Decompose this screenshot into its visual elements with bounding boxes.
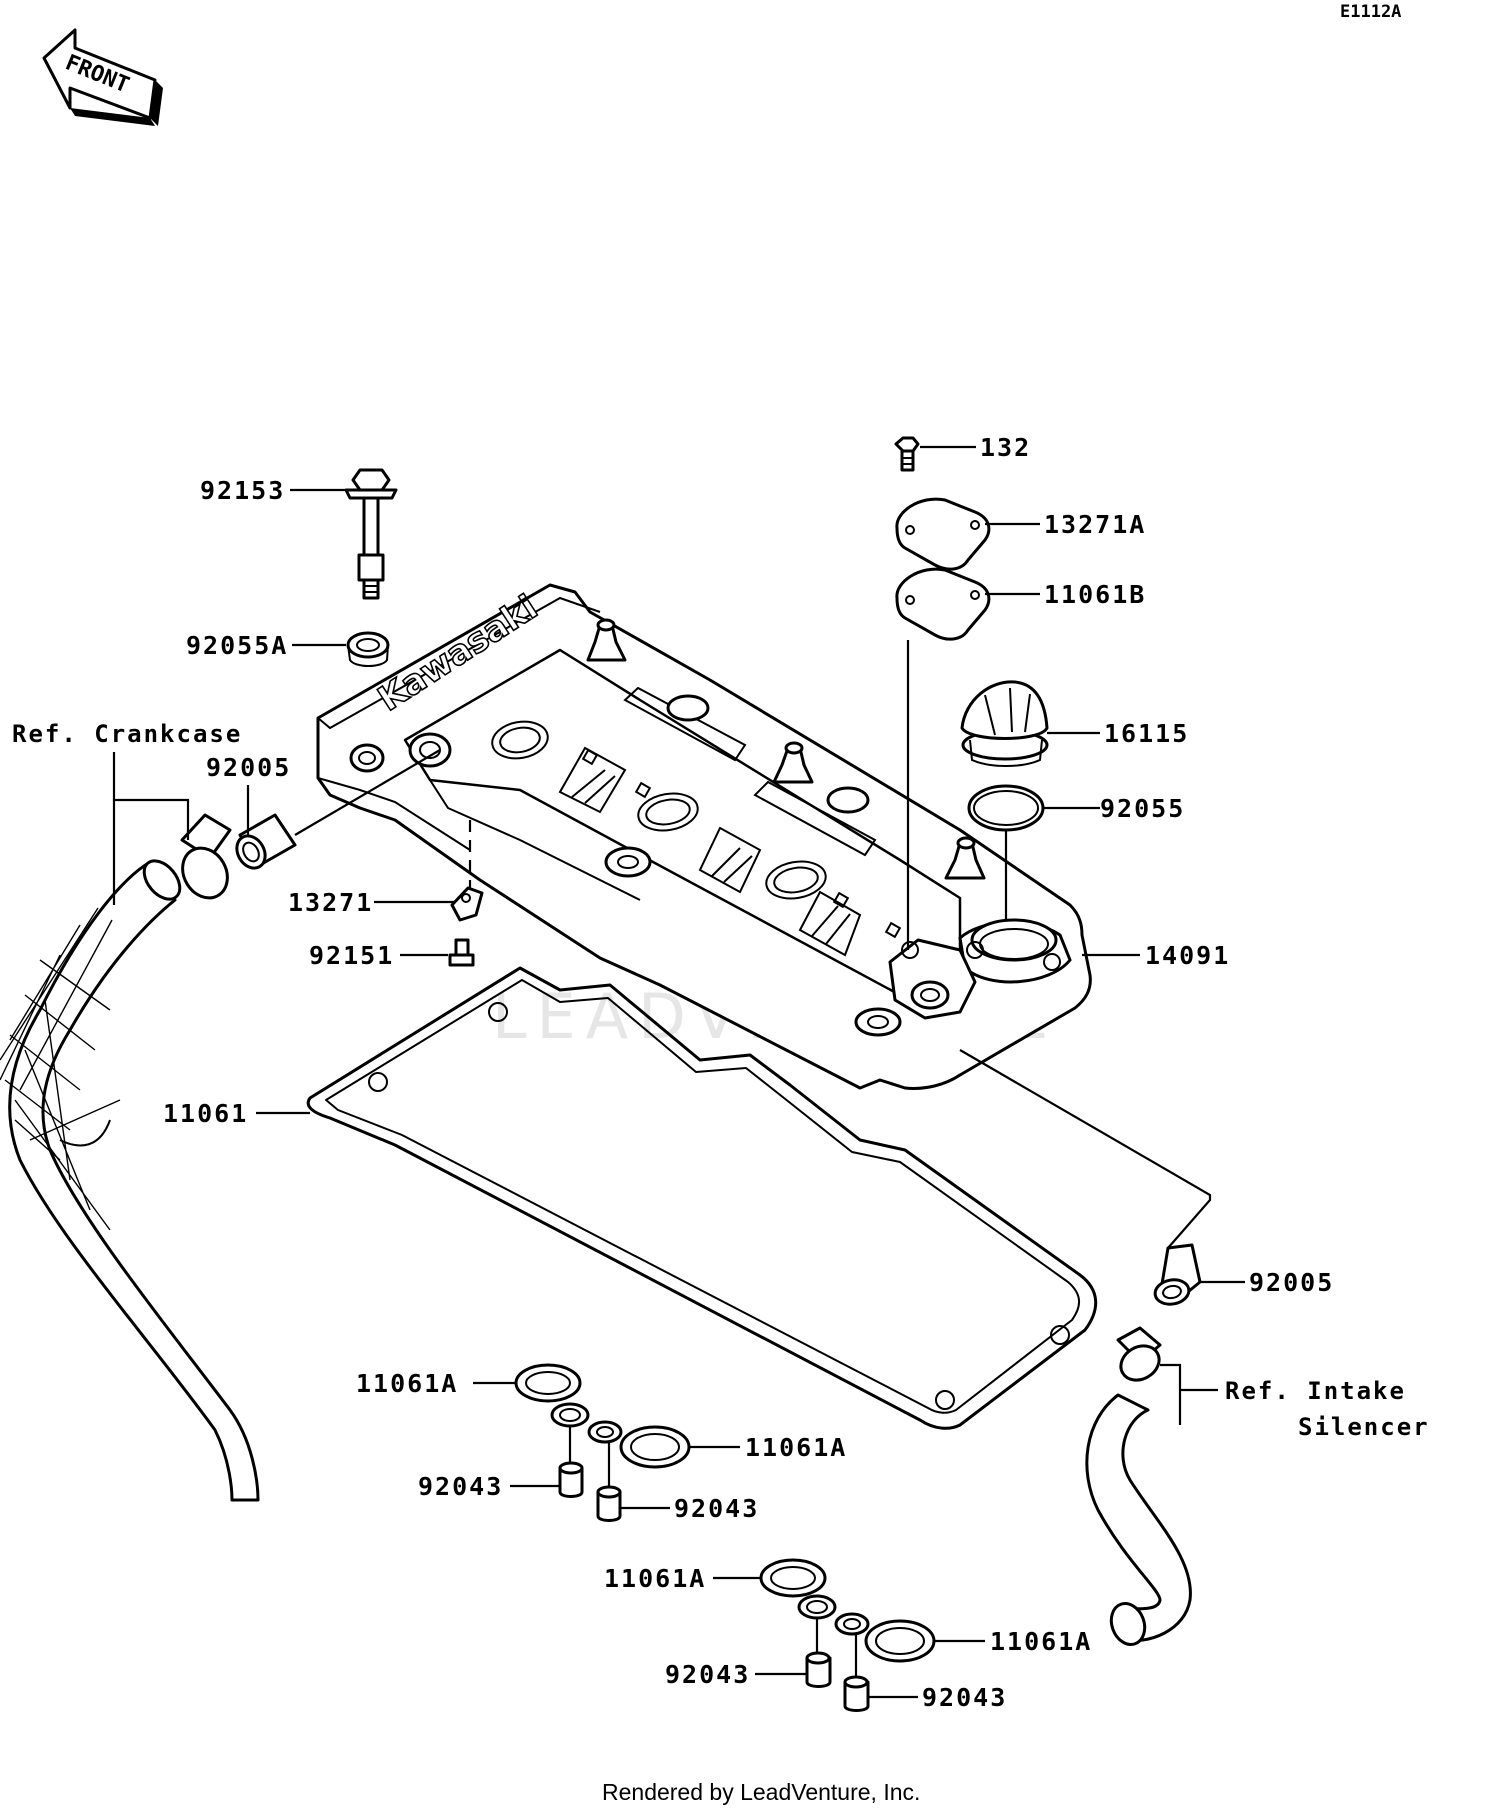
head-cover-gasket-11061 [306,966,1098,1430]
callout-92043-3: 92043 [665,1660,750,1689]
callout-92043-1: 92043 [418,1472,503,1501]
bolt-92151 [448,938,475,967]
callout-92151: 92151 [309,941,394,970]
callout-92055: 92055 [1100,794,1185,823]
callout-92005-lower: 92005 [1249,1268,1334,1297]
callout-11061a-3: 11061A [604,1564,706,1593]
leader-lines [112,445,1245,1699]
callout-132: 132 [980,433,1031,462]
o-ring-92055 [967,784,1045,832]
front-direction-arrow-icon: FRONT [42,28,163,126]
callout-13271a: 13271A [1044,510,1146,539]
plate-13271a [895,497,991,571]
callout-11061a-4: 11061A [990,1627,1092,1656]
ref-intake-label-line1: Ref. Intake [1225,1377,1406,1405]
callout-16115: 16115 [1104,719,1189,748]
callout-11061: 11061 [163,1099,248,1128]
callout-11061a-2: 11061A [745,1433,847,1462]
plate-13271 [450,886,484,922]
callout-11061a-1: 11061A [356,1369,458,1398]
callout-14091: 14091 [1145,941,1230,970]
callout-92055a: 92055A [186,631,288,660]
oil-filler-cap-16115 [960,680,1049,767]
seal-group-lower [759,1558,936,1712]
callout-92043-4: 92043 [922,1683,1007,1712]
callout-92153: 92153 [200,476,285,505]
callout-11061b: 11061B [1044,580,1146,609]
ref-intake-label-line2: Silencer [1298,1413,1430,1441]
intake-silencer-hose [1085,1326,1192,1646]
callout-13271: 13271 [288,888,373,917]
callout-92043-2: 92043 [674,1494,759,1523]
footer-credit: Rendered by LeadVenture, Inc. [602,1779,920,1805]
bolt-92153 [344,468,398,600]
grommet-92055a [346,631,390,667]
fitting-92005-lower [1153,1243,1202,1306]
bolt-132 [894,436,920,472]
crankcase-breather-hose [0,813,260,1502]
ref-crankcase-label: Ref. Crankcase [12,720,242,748]
cylinder-head-cover-14091: Kawasaki [316,583,1092,1090]
gasket-11061b [895,567,991,641]
fitting-92005-upper [235,813,297,870]
diagram-code: E1112A [1340,2,1401,22]
seal-group-upper [514,1363,691,1522]
callout-92005-upper: 92005 [206,753,291,782]
